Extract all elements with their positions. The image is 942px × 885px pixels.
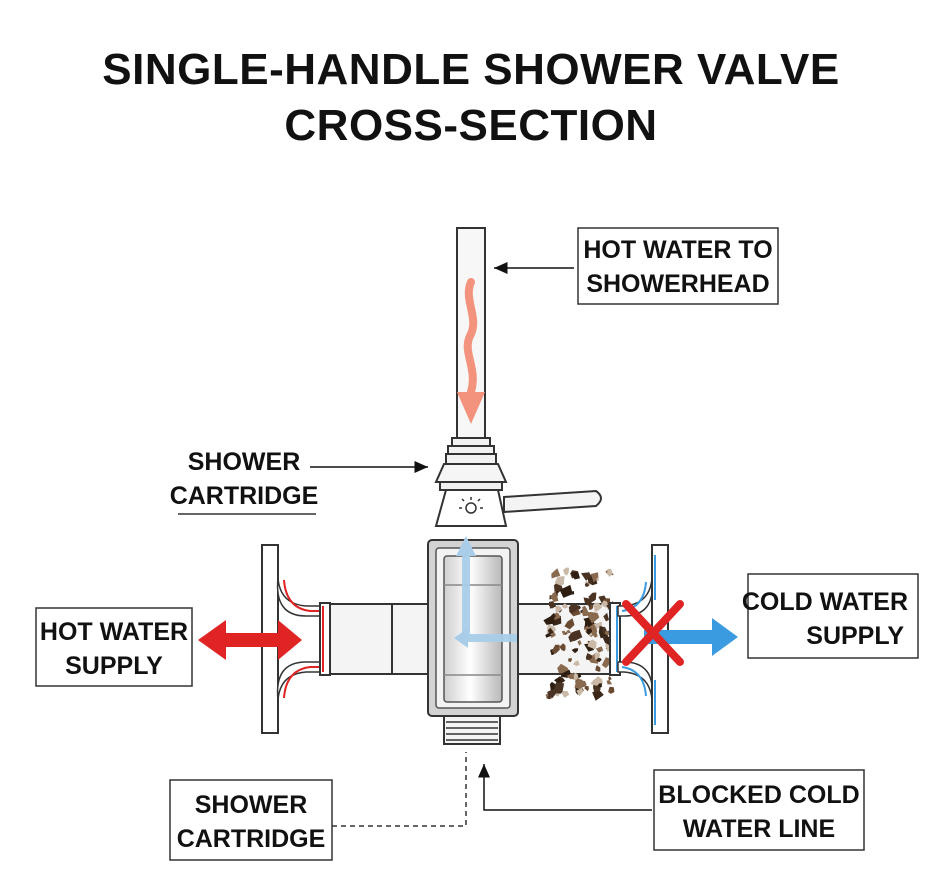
debris-chunk: [570, 571, 580, 580]
debris-chunk: [559, 584, 573, 598]
debris-chunk: [543, 614, 555, 625]
debris-chunk: [597, 683, 602, 688]
debris-chunk: [560, 690, 570, 698]
debris-chunk: [592, 631, 598, 638]
debris-chunk: [555, 605, 562, 613]
debris-chunk: [584, 643, 595, 652]
debris-chunk: [564, 632, 568, 635]
debris-blockage: [543, 567, 618, 701]
debris-chunk: [588, 579, 592, 584]
temperature-dial-icon: [459, 497, 483, 514]
label-shower-cartridge-bottom: SHOWER CARTRIDGE: [169, 752, 467, 861]
debris-chunk: [587, 639, 597, 650]
label-hot-supply-line-2: SUPPLY: [65, 652, 163, 680]
blocked-x-icon: [622, 600, 684, 666]
valve-handle-lever[interactable]: [503, 489, 602, 514]
label-shower-cartridge-top: SHOWER CARTRIDGE: [170, 448, 428, 515]
debris-chunk: [554, 682, 565, 694]
debris-chunk: [592, 604, 597, 608]
debris-chunk: [547, 695, 551, 700]
debris-chunk: [577, 640, 582, 646]
debris-chunk: [595, 665, 601, 672]
label-blocked-line-1: BLOCKED COLD: [658, 781, 859, 809]
debris-chunk: [593, 602, 603, 612]
debris-chunk: [549, 604, 555, 609]
debris-chunk: [568, 658, 572, 663]
shower-cartridge-housing: [427, 539, 519, 717]
label-cartridge-top-line-2: CARTRIDGE: [170, 482, 319, 510]
debris-chunk: [607, 568, 613, 577]
debris-chunk: [596, 657, 602, 663]
debris-chunk: [553, 612, 561, 621]
debris-chunk: [586, 628, 593, 635]
debris-chunk: [561, 603, 568, 609]
debris-chunk: [590, 676, 603, 686]
debris-chunk: [551, 644, 560, 654]
debris-chunk: [583, 597, 593, 608]
debris-chunk: [582, 605, 588, 612]
label-cartridge-top-line-1: SHOWER: [188, 448, 301, 476]
label-cold-supply-line-1: COLD WATER: [742, 588, 908, 616]
debris-chunk: [576, 678, 583, 687]
title-line-1: SINGLE-HANDLE SHOWER VALVE: [102, 45, 840, 94]
debris-chunk: [596, 577, 599, 582]
debris-chunk: [550, 590, 559, 603]
label-hot-water-supply: HOT WATER SUPPLY: [35, 607, 193, 687]
debris-chunk: [576, 688, 584, 697]
label-hot-to-showerhead-line-1: HOT WATER TO: [583, 236, 772, 264]
label-hot-water-to-showerhead: HOT WATER TO SHOWERHEAD: [494, 227, 779, 305]
debris-chunk: [557, 663, 569, 674]
hot-supply-arrow: [198, 620, 302, 660]
debris-chunk: [563, 567, 569, 576]
label-cartridge-bottom-line-2: CARTRIDGE: [177, 825, 326, 853]
debris-chunk: [587, 612, 600, 624]
debris-chunk: [594, 652, 601, 661]
debris-chunk: [584, 582, 589, 587]
debris-chunk: [555, 692, 560, 697]
debris-chunk: [547, 689, 556, 698]
debris-chunk: [554, 576, 565, 586]
valve-fittings: [434, 437, 508, 527]
debris-chunk: [568, 603, 580, 614]
hot-flow-to-showerhead-arrow: [457, 278, 485, 424]
debris-chunk: [547, 627, 554, 635]
debris-chunk: [608, 676, 612, 681]
debris-chunk: [545, 633, 552, 638]
debris-chunk: [571, 648, 579, 654]
debris-chunk: [561, 630, 566, 636]
debris-chunk: [588, 592, 597, 602]
debris-chunk: [581, 572, 592, 581]
debris-chunk: [550, 648, 555, 656]
debris-chunk: [573, 660, 580, 667]
debris-chunk: [601, 627, 608, 635]
debris-chunk: [566, 672, 574, 680]
label-blocked-line-2: WATER LINE: [683, 815, 835, 843]
debris-chunk: [559, 643, 566, 652]
debris-chunk: [568, 629, 583, 642]
diagram-title: SINGLE-HANDLE SHOWER VALVE CROSS-SECTION: [0, 42, 942, 154]
debris-chunk: [551, 568, 561, 579]
debris-chunk: [590, 572, 599, 583]
label-hot-to-showerhead-line-2: SHOWERHEAD: [586, 270, 769, 298]
debris-chunk: [608, 686, 615, 694]
debris-chunk: [564, 618, 575, 630]
debris-chunk: [566, 629, 571, 634]
debris-chunk: [585, 653, 593, 660]
cartridge-threaded-stub: [443, 715, 501, 745]
label-hot-supply-line-1: HOT WATER: [40, 618, 188, 646]
label-cartridge-bottom-line-1: SHOWER: [195, 791, 308, 819]
debris-chunk: [577, 673, 582, 679]
debris-chunk: [606, 679, 613, 685]
label-cold-water-supply: COLD WATER SUPPLY: [742, 573, 919, 659]
debris-chunk: [595, 646, 604, 653]
label-cold-supply-line-2: SUPPLY: [806, 622, 904, 650]
debris-chunk: [603, 612, 609, 622]
label-blocked-cold-water-line: BLOCKED COLD WATER LINE: [478, 764, 865, 851]
debris-chunk: [584, 685, 589, 692]
hot-supply-pipe: [329, 603, 429, 675]
debris-chunk: [571, 590, 575, 595]
debris-chunk: [554, 678, 561, 684]
title-line-2: CROSS-SECTION: [284, 101, 658, 150]
